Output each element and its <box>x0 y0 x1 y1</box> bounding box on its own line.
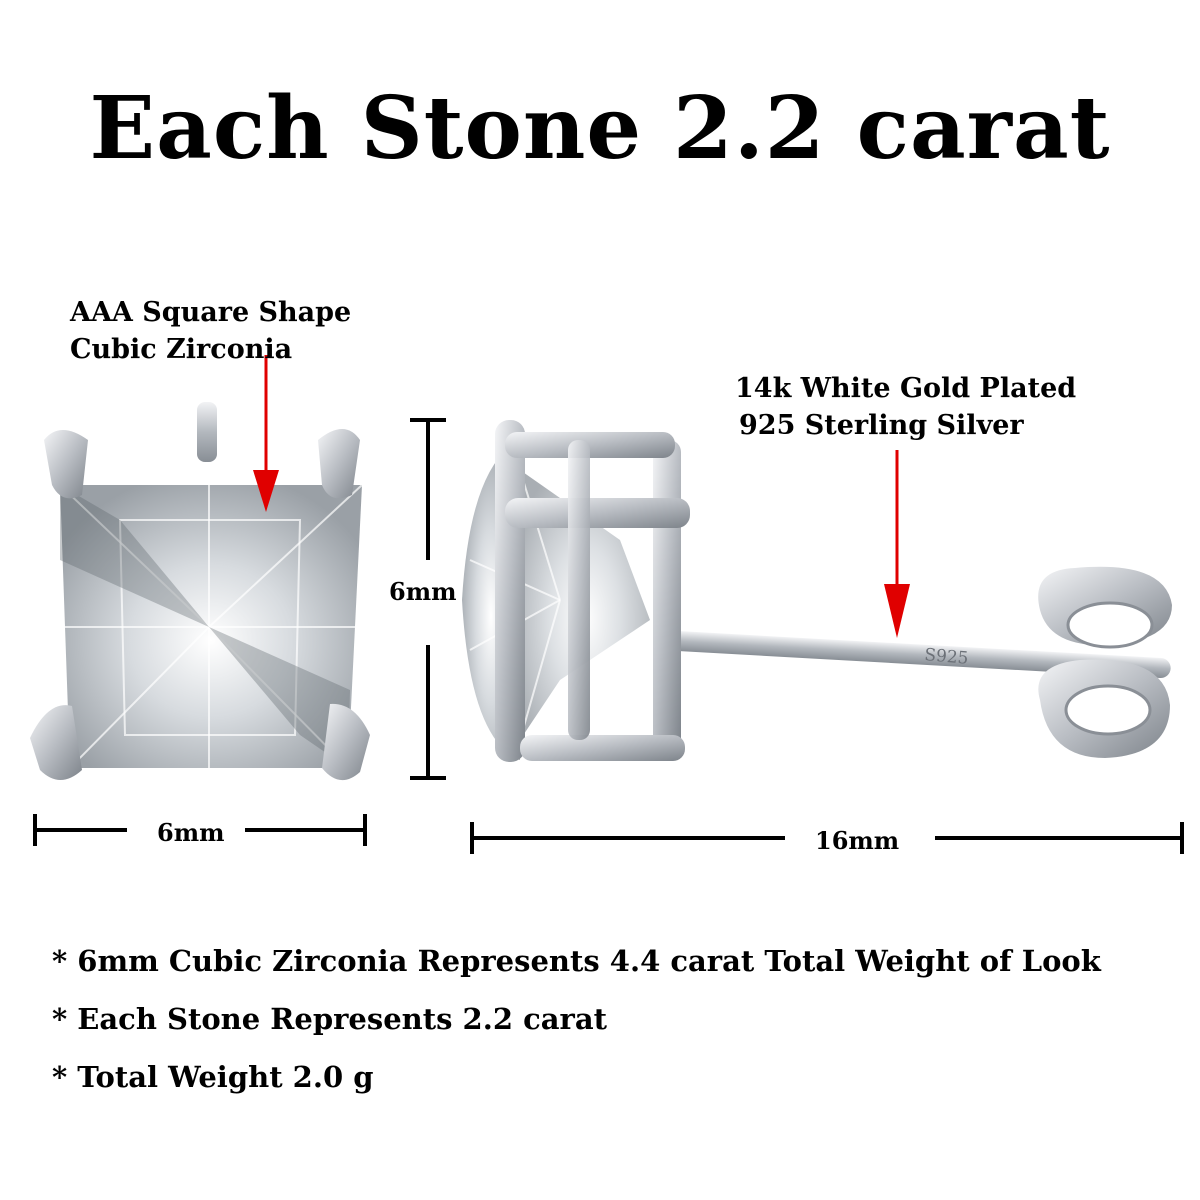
earring-back-loop-upper <box>1066 601 1154 649</box>
prong-bottom-right <box>322 703 370 781</box>
feature-list: * 6mm Cubic Zirconia Represents 4.4 cara… <box>52 932 1101 1106</box>
round-stud-side-view <box>462 420 1172 762</box>
prong-inner <box>568 440 590 740</box>
basket-rail-top <box>505 432 675 458</box>
prong-bottom-left <box>30 705 82 780</box>
height-dimension-label: 6mm <box>389 577 457 606</box>
width-dimension-label: 6mm <box>157 818 225 847</box>
prong-top-right <box>318 429 360 499</box>
length-dimension-label: 16mm <box>815 826 900 855</box>
stone-arrow-head <box>253 470 279 512</box>
stone-callout: AAA Square Shape Cubic Zirconia <box>70 294 351 368</box>
stone-callout-line1: AAA Square Shape <box>70 297 352 328</box>
stud-post-top <box>197 402 217 462</box>
feature-item: * Total Weight 2.0 g <box>52 1060 374 1094</box>
post-stamp: S925 <box>924 645 970 669</box>
earring-back-loop-lower <box>1064 684 1152 736</box>
basket-rail-bottom <box>520 735 685 761</box>
stud-post <box>659 630 1171 679</box>
square-stud-front-view <box>30 402 370 781</box>
feature-item: * 6mm Cubic Zirconia Represents 4.4 cara… <box>52 944 1101 978</box>
feature-item: * Each Stone Represents 2.2 carat <box>52 1002 608 1036</box>
metal-callout: 14k White Gold Plated 925 Sterling Silve… <box>735 370 1076 444</box>
prong-back <box>653 440 681 750</box>
stone-facets <box>59 484 363 769</box>
metal-arrow-head <box>884 584 910 638</box>
page-title: Each Stone 2.2 carat <box>89 78 1111 179</box>
metal-callout-line1: 14k White Gold Plated <box>735 373 1077 404</box>
basket-rail-middle <box>505 498 690 528</box>
callout-arrows <box>253 355 910 638</box>
metal-callout-line2: 925 Sterling Silver <box>739 410 1024 441</box>
prong-top-left <box>44 430 88 499</box>
stone-callout-line2: Cubic Zirconia <box>70 334 293 365</box>
dimension-bars <box>33 418 1184 854</box>
stone-shadows <box>60 485 350 768</box>
prong-front <box>495 420 525 762</box>
